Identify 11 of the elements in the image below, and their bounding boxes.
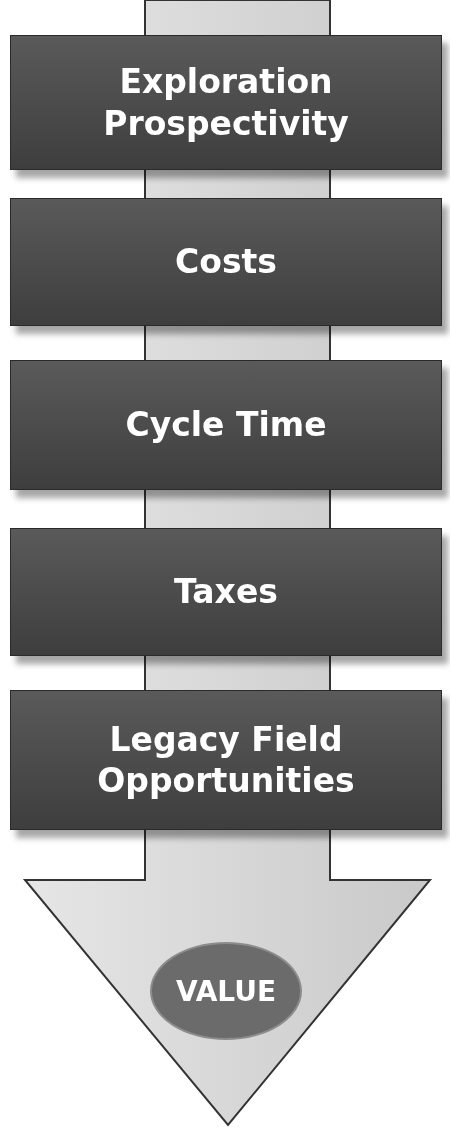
node-label: VALUE [175,973,277,1009]
factor-box [10,360,442,490]
factor-box [10,528,442,656]
factor-box [10,198,442,326]
node-label: Exploration Prospectivity [102,61,350,144]
node-label: Taxes [174,571,278,613]
factor-box [10,35,442,170]
node-label: Costs [175,241,277,283]
factor-box [10,690,442,830]
node-label: Legacy Field Opportunities [96,718,356,802]
node-label: Cycle Time [125,404,327,446]
